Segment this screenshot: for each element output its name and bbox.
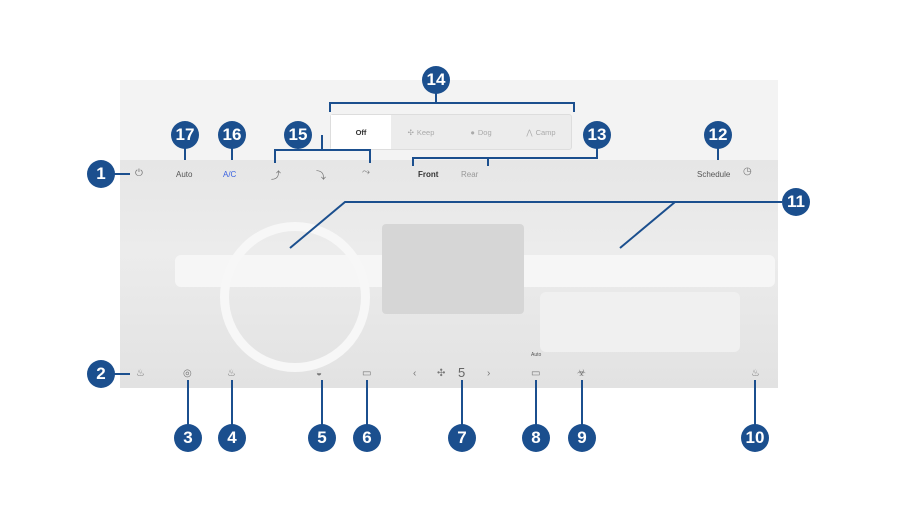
callout-15: 15 bbox=[284, 121, 312, 149]
touchscreen bbox=[382, 224, 524, 314]
recirculate-icon[interactable]: ▭ bbox=[531, 368, 541, 379]
mode-keep[interactable]: ✣Keep bbox=[391, 115, 451, 149]
fan-increase-icon[interactable]: › bbox=[487, 368, 491, 379]
climate-mode-selector: Off ✣Keep ●Dog ⋀Camp bbox=[330, 114, 572, 150]
bioweapon-mode-icon[interactable]: ☣ bbox=[577, 368, 586, 379]
callout-10: 10 bbox=[741, 424, 769, 452]
mode-label: Keep bbox=[416, 127, 435, 137]
callout-7: 7 bbox=[448, 424, 476, 452]
callout-9: 9 bbox=[568, 424, 596, 452]
front-defrost-icon[interactable]: ◒ bbox=[316, 368, 323, 379]
callout-16: 16 bbox=[218, 121, 246, 149]
steering-wheel-heater-icon[interactable]: ◎ bbox=[183, 368, 192, 379]
mode-label: Camp bbox=[535, 127, 556, 137]
fan-speed: 5 bbox=[458, 365, 466, 380]
clock-icon[interactable]: ◷ bbox=[743, 166, 752, 177]
fan-icon: ✣ bbox=[437, 368, 446, 379]
callout-1: 1 bbox=[87, 160, 115, 188]
rear-defrost-icon[interactable]: ▭ bbox=[362, 368, 372, 379]
passenger-seat-heater-icon[interactable]: ♨ bbox=[751, 368, 760, 379]
ac-button[interactable]: A/C bbox=[223, 170, 237, 179]
callout-4: 4 bbox=[218, 424, 246, 452]
schedule-button[interactable]: Schedule bbox=[697, 170, 731, 179]
seat-heater-icon[interactable]: ♨ bbox=[227, 368, 236, 379]
airflow-face-icon[interactable]: ⤴ bbox=[271, 171, 281, 182]
tab-front[interactable]: Front bbox=[418, 170, 439, 179]
tent-icon: ⋀ bbox=[526, 127, 533, 137]
power-icon[interactable]: ⏻ bbox=[135, 168, 143, 179]
mode-camp[interactable]: ⋀Camp bbox=[511, 115, 571, 149]
airflow-both-icon[interactable]: ⤳ bbox=[362, 167, 370, 178]
glovebox bbox=[540, 292, 740, 352]
callout-2: 2 bbox=[87, 360, 115, 388]
callout-13: 13 bbox=[583, 121, 611, 149]
paw-icon: ● bbox=[470, 127, 475, 137]
callout-12: 12 bbox=[704, 121, 732, 149]
auto-button[interactable]: Auto bbox=[176, 170, 193, 179]
recirc-auto-label: Auto bbox=[531, 352, 542, 358]
airflow-feet-icon[interactable]: ⤵ bbox=[316, 171, 326, 182]
callout-8: 8 bbox=[522, 424, 550, 452]
steering-wheel bbox=[220, 222, 370, 372]
callout-3: 3 bbox=[174, 424, 202, 452]
mode-off[interactable]: Off bbox=[331, 115, 391, 149]
fan-icon: ✣ bbox=[407, 127, 414, 137]
callout-5: 5 bbox=[308, 424, 336, 452]
tab-rear[interactable]: Rear bbox=[461, 170, 479, 179]
callout-6: 6 bbox=[353, 424, 381, 452]
fan-decrease-icon[interactable]: ‹ bbox=[413, 368, 417, 379]
callout-11: 11 bbox=[782, 188, 810, 216]
mode-dog[interactable]: ●Dog bbox=[451, 115, 511, 149]
mode-label: Dog bbox=[477, 127, 492, 137]
driver-seat-heater-icon[interactable]: ♨ bbox=[136, 368, 145, 379]
callout-17: 17 bbox=[171, 121, 199, 149]
callout-14: 14 bbox=[422, 66, 450, 94]
mode-label: Off bbox=[355, 127, 367, 137]
